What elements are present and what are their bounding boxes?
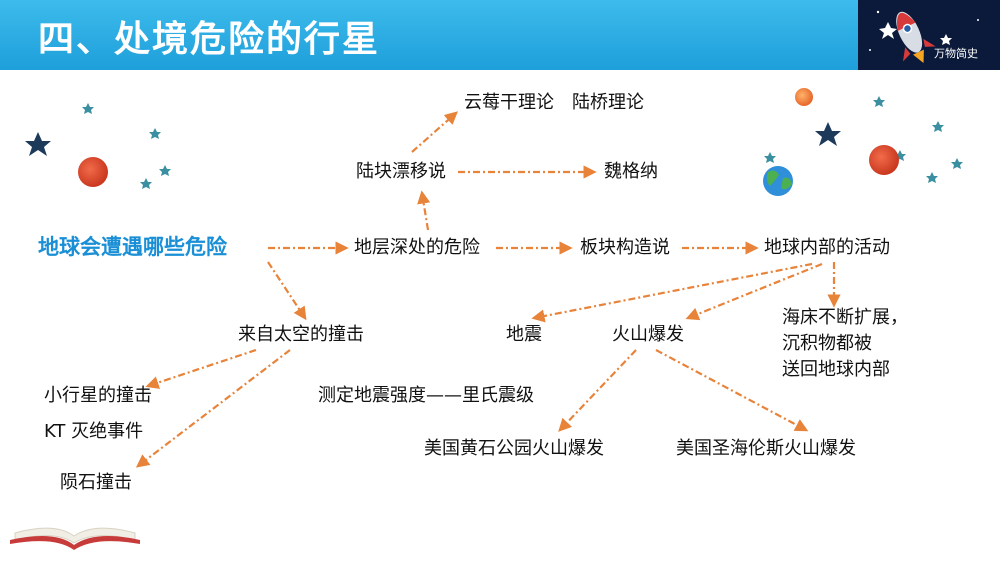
node-earth-interior: 地球内部的活动 (764, 237, 890, 258)
decoration-stars (25, 96, 963, 189)
node-deep-danger: 地层深处的危险 (354, 237, 480, 258)
rocket-icon (869, 10, 979, 64)
seafloor-line-3: 送回地球内部 (782, 359, 890, 380)
brand-label: 万物简史 (934, 47, 978, 60)
node-richter: 测定地震强度——里氏震级 (318, 385, 534, 406)
node-kt-event: KT 灭绝事件 (44, 421, 144, 442)
node-earthquake: 地震 (506, 324, 542, 345)
node-yellowstone: 美国黄石公园火山爆发 (424, 438, 604, 459)
link-interior-quake (531, 262, 813, 323)
node-root: 地球会遭遇哪些危险 (38, 235, 227, 259)
brand-logo-area (858, 0, 1000, 70)
earth-icon (763, 166, 793, 196)
link-root-space (267, 261, 307, 321)
decoration-planet-red (78, 157, 108, 187)
header-bar (0, 0, 1000, 70)
link-deep-drift (417, 190, 431, 231)
page-title: 四、处境危险的行星 (38, 19, 381, 60)
seafloor-line-1: 海床不断扩展， (782, 307, 908, 328)
link-volcano-sthelens (655, 349, 809, 432)
node-continental-drift: 陆块漂移说 (356, 161, 446, 182)
link-space-meteorite (135, 349, 291, 468)
node-theories: 云莓干理论 陆桥理论 (464, 92, 644, 113)
node-plate-tectonics: 板块构造说 (580, 237, 670, 258)
header-band (0, 0, 860, 70)
node-space-impact: 来自太空的撞击 (238, 324, 364, 345)
seafloor-line-2: 沉积物都被 (782, 333, 872, 354)
book-icon (10, 527, 140, 550)
node-st-helens: 美国圣海伦斯火山爆发 (676, 438, 856, 459)
node-seafloor: 海床不断扩展， 沉积物都被 送回地球内部 (782, 305, 908, 383)
link-volcano-yellowstone (558, 349, 637, 432)
node-volcano: 火山爆发 (612, 324, 684, 345)
node-asteroid: 小行星的撞击 (44, 385, 152, 406)
decoration-planet-red-right (869, 145, 899, 175)
link-space-asteroid (145, 348, 257, 389)
node-wegener: 魏格纳 (604, 161, 658, 182)
link-drift-theories (411, 111, 458, 153)
node-meteorite: 陨石撞击 (60, 472, 132, 493)
link-interior-volcano (685, 262, 823, 321)
decoration-planet-orange (795, 88, 813, 106)
